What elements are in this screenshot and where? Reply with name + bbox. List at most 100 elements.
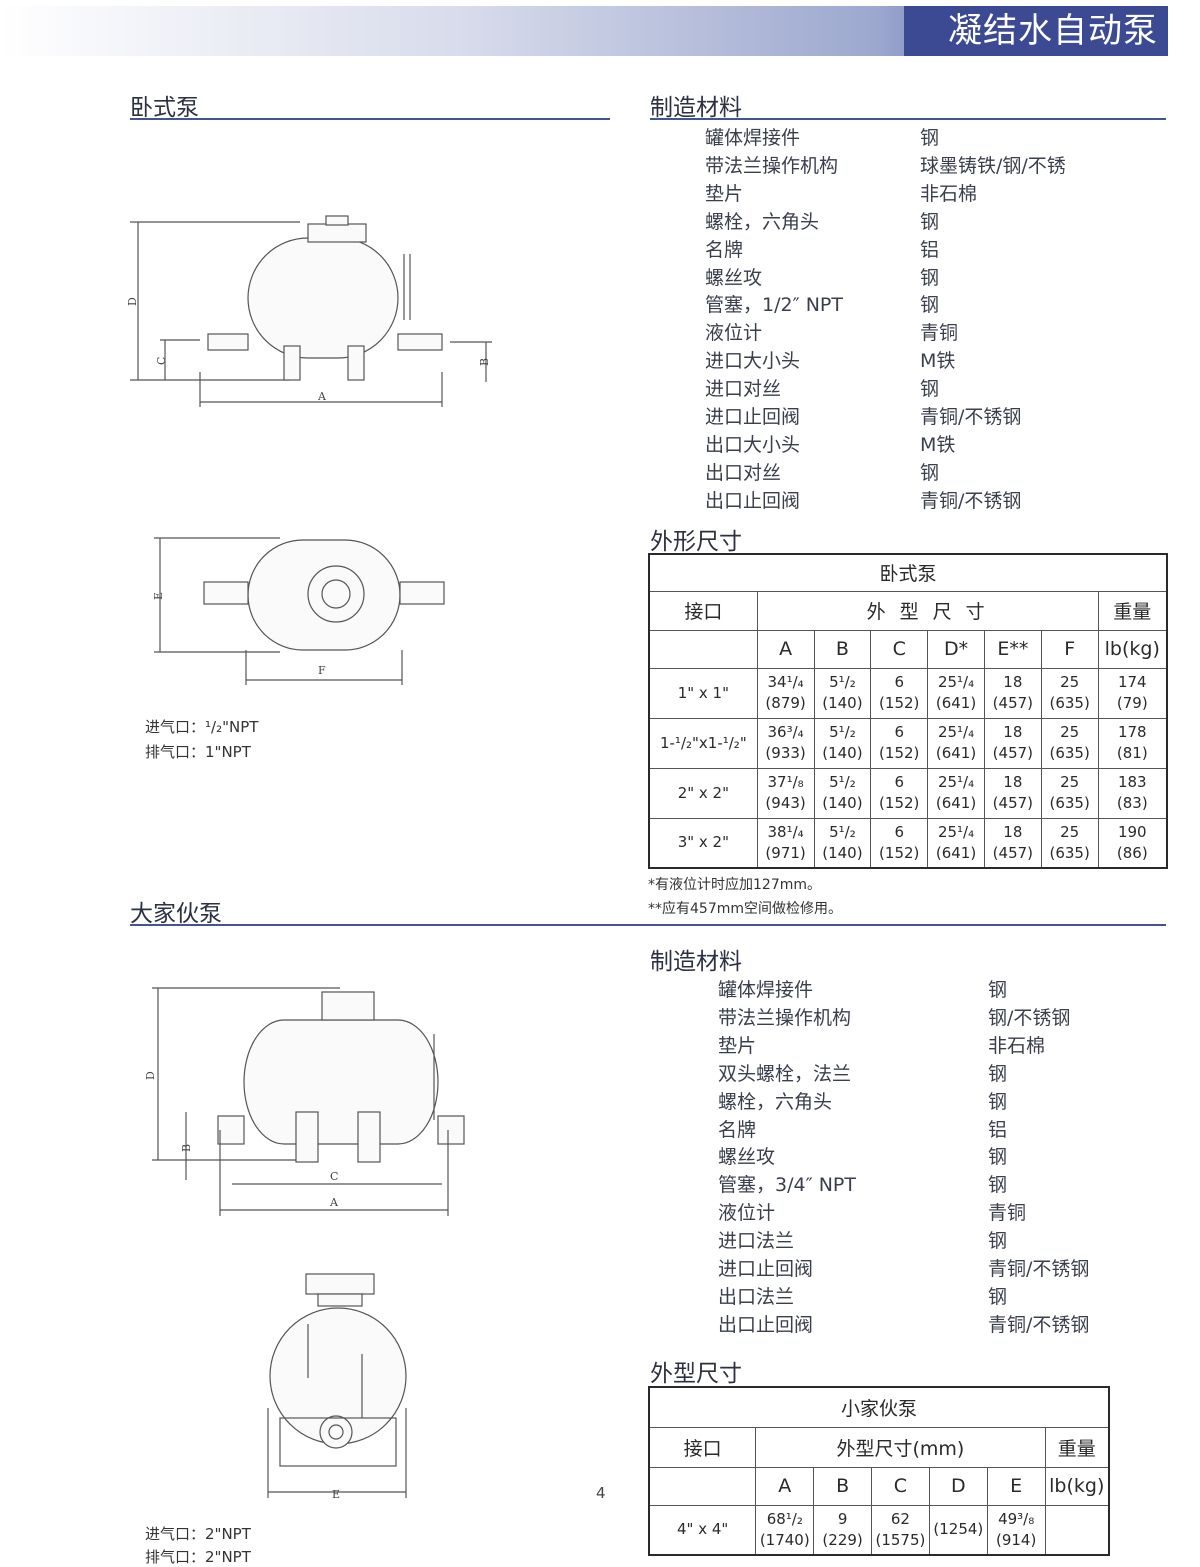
port-cell: 1" x 1" (648, 667, 758, 719)
label-b-2: B (180, 1144, 193, 1152)
value-cell: 25¹/₄(641) (927, 767, 985, 819)
value-metric: (641) (935, 843, 977, 862)
material-value: 钢 (988, 1062, 1008, 1085)
value-metric: (1740) (759, 1530, 810, 1549)
page-number: 4 (596, 1484, 606, 1502)
column-header: E (986, 1466, 1046, 1506)
column-header: B (813, 629, 872, 669)
value-metric: (86) (1116, 843, 1148, 862)
horizontal-pump-side-drawing: D C B A (126, 215, 492, 407)
value-imperial: 25 (1060, 822, 1080, 841)
value-metric: (635) (1049, 744, 1090, 762)
material-value: 青铜/不锈钢 (988, 1258, 1090, 1280)
material-name: 带法兰操作机构 (705, 154, 839, 177)
label-c-2: C (330, 1170, 338, 1183)
value-cell: 25¹/₄ (641) (927, 817, 985, 869)
value-metric: (914) (995, 1530, 1037, 1549)
material-value: 钢 (988, 1146, 1008, 1169)
table-row: 1-¹/₂"x1-¹/₂"36³/₄(933)5¹/₂(140)6(152)25… (648, 717, 1168, 769)
value-imperial: 9 (837, 1509, 848, 1528)
weight-header: 重量 (1097, 590, 1168, 631)
value-cell: 18(457) (983, 817, 1042, 869)
inlet-vent-spec-2: 进气口：2"NPT (145, 1525, 251, 1543)
label-d: D (126, 297, 139, 306)
material-value: 钢 (988, 1230, 1008, 1253)
value-metric: (83) (1116, 794, 1148, 812)
value-metric: (635) (1049, 794, 1090, 812)
label-c: C (155, 357, 168, 365)
material-value: 钢 (920, 294, 940, 317)
column-header: lb(kg) (1097, 629, 1168, 669)
table-row: 2" x 2"37¹/₈(943)5¹/₂(140)6(152)25¹/₄(64… (648, 767, 1168, 819)
column-header: D* (927, 629, 985, 669)
value-cell: 178(81) (1097, 717, 1168, 769)
value-imperial: 25¹/₄ (937, 773, 975, 791)
table2-caption: 小家伙泵 (648, 1386, 1110, 1428)
weight-header-2: 重量 (1044, 1426, 1110, 1468)
material-value: 青铜/不锈钢 (920, 489, 1022, 512)
value-cell: 5¹/₂(140) (813, 817, 872, 869)
value-metric: (457) (992, 843, 1034, 862)
section1-rule (130, 118, 610, 120)
value-imperial: 25¹/₄ (937, 822, 975, 841)
value-metric: (229) (822, 1530, 863, 1549)
section1-materials-list: 罐体焊接件钢带法兰操作机构球墨铸铁/钢/不锈垫片非石棉螺栓，六角头钢名牌铝螺丝攻… (0, 124, 1200, 524)
port-cell: 4" x 4" (648, 1504, 757, 1556)
material-value: 铝 (988, 1118, 1008, 1141)
inlet-vent-spec-1: 进气口：¹/₂"NPT (145, 718, 259, 736)
material-value: 青铜 (988, 1202, 1027, 1225)
value-cell (1044, 1504, 1110, 1556)
material-name: 进口对丝 (705, 378, 782, 401)
material-name: 螺丝攻 (705, 266, 763, 289)
value-metric: (152) (879, 744, 920, 762)
value-imperial: 5¹/₂ (829, 673, 856, 691)
value-metric: (641) (935, 744, 977, 762)
empty-header-cell (648, 629, 758, 669)
value-metric: (140) (822, 843, 863, 862)
section2-rule (130, 924, 1166, 926)
material-value: 非石棉 (988, 1034, 1046, 1057)
port-cell: 1-¹/₂"x1-¹/₂" (648, 717, 758, 769)
size-header: 外 型 尺 寸 (756, 590, 1099, 631)
value-cell: 62(1575) (870, 1504, 930, 1556)
note-1: *有液位计时应加127mm。 (648, 877, 821, 893)
value-cell: 174 (79) (1097, 667, 1168, 719)
value-imperial: 25¹/₄ (937, 723, 975, 741)
value-metric: (140) (822, 744, 863, 762)
value-cell: 25(635) (1040, 667, 1099, 719)
label-a: A (317, 390, 327, 403)
value-cell: 25¹/₄ (641) (927, 717, 985, 769)
value-imperial: 174 (1117, 673, 1147, 691)
value-imperial: 6 (894, 673, 904, 691)
material-value: 钢 (920, 461, 940, 484)
material-name: 出口法兰 (718, 1285, 795, 1308)
value-imperial: 6 (894, 773, 904, 791)
material-name: 名牌 (705, 238, 744, 261)
material-name: 罐体焊接件 (718, 979, 814, 1001)
value-imperial: 18 (1003, 673, 1023, 691)
material-value: 钢 (920, 378, 940, 401)
value-cell: 5¹/₂(140) (813, 667, 872, 719)
value-imperial: 178 (1117, 723, 1147, 741)
section1-title: 卧式泵 (130, 95, 199, 121)
material-name: 螺栓，六角头 (718, 1090, 833, 1113)
port-cell: 2" x 2" (648, 767, 758, 819)
value-cell: (1254) (928, 1504, 988, 1556)
section2-dims-title: 外型尺寸 (650, 1361, 742, 1387)
note-2: **应有457mm空间做检修用。 (648, 901, 842, 917)
material-value: 铝 (920, 238, 940, 261)
material-value: 钢/不锈钢 (988, 1006, 1071, 1029)
table-caption: 卧式泵 (648, 553, 1168, 592)
value-cell: 25(635) (1040, 817, 1099, 869)
value-imperial: 25¹/₄ (937, 673, 975, 691)
value-cell: 183(83) (1097, 767, 1168, 819)
material-name: 进口大小头 (705, 350, 801, 373)
section2-materials-title: 制造材料 (650, 949, 742, 975)
material-name: 管塞，1/2″ NPT (705, 294, 843, 317)
column-header: E** (983, 629, 1042, 669)
value-cell: 6(152) (870, 817, 929, 869)
value-metric: (635) (1049, 694, 1090, 712)
value-metric: (79) (1116, 694, 1148, 712)
material-value: 球墨铸铁/钢/不锈 (920, 154, 1066, 177)
